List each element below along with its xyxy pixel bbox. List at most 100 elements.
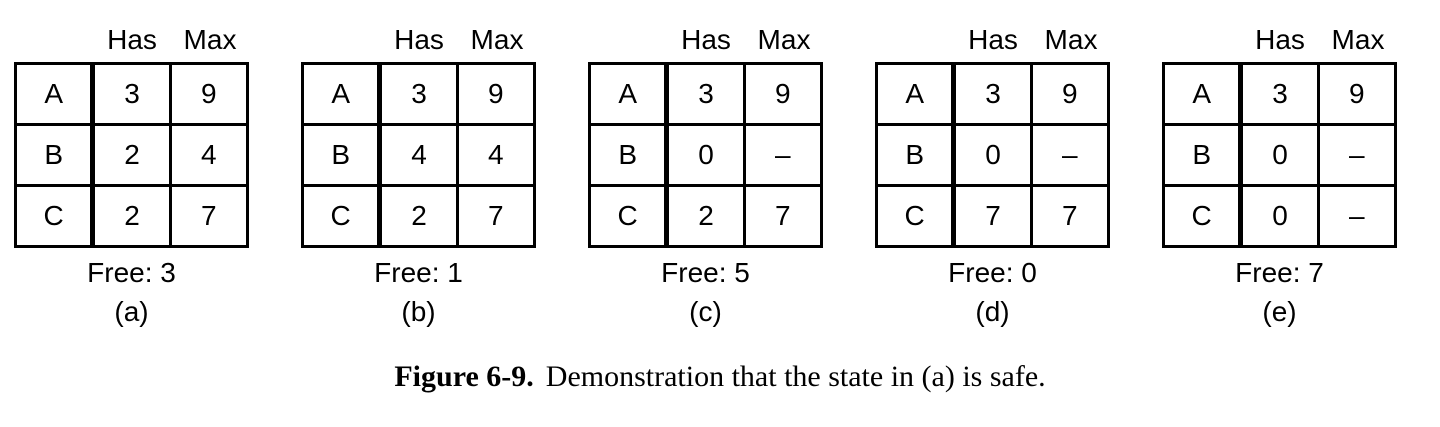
column-headers: Has Max [588,26,823,54]
max-cell: 9 [455,62,537,126]
max-cell: 7 [455,184,537,248]
table-row: A 3 9 [1161,62,1398,126]
state-table: A 3 9 B 0 – C 7 7 [874,62,1111,248]
table-row: C 0 – [1161,184,1398,248]
caption-text: Demonstration that the state in (a) is s… [545,359,1046,393]
free-count: Free: 7 [1235,257,1324,288]
col-header-max: Max [1331,24,1385,55]
column-headers: Has Max [875,26,1110,54]
max-cell: 9 [742,62,824,126]
free-count: Free: 3 [87,257,176,288]
process-name-cell: B [874,123,957,187]
panel-label: (b) [401,295,436,327]
caption-label: Figure 6-9. [394,359,534,393]
header-spacer [301,26,380,54]
table-row: A 3 9 [13,62,250,126]
table-row: B 0 – [587,123,824,187]
has-cell: 2 [664,184,746,248]
column-headers: Has Max [14,26,249,54]
col-header-has: Has [1255,24,1305,55]
max-cell: – [1316,184,1398,248]
header-spacer [875,26,954,54]
table-row: C 2 7 [300,184,537,248]
panel-label: (c) [689,295,722,327]
process-name-cell: C [1161,184,1244,248]
max-cell: – [742,123,824,187]
state-panels-row: Has Max A 3 9 B 2 4 C 2 7 [13,26,1440,328]
table-row: A 3 9 [874,62,1111,126]
process-name-cell: A [300,62,383,126]
header-spacer [588,26,667,54]
panel-label: (e) [1262,295,1297,327]
process-name-cell: B [300,123,383,187]
max-cell: 7 [168,184,250,248]
state-panel-c: Has Max A 3 9 B 0 – C 2 7 [587,26,824,328]
max-cell: – [1316,123,1398,187]
has-cell: 2 [377,184,459,248]
col-header-has: Has [394,24,444,55]
col-header-max: Max [1044,24,1098,55]
table-row: C 7 7 [874,184,1111,248]
has-cell: 0 [1238,184,1320,248]
has-cell: 3 [90,62,172,126]
col-header-max: Max [183,24,237,55]
max-cell: 7 [1029,184,1111,248]
process-name-cell: C [587,184,670,248]
table-row: B 0 – [874,123,1111,187]
process-name-cell: C [300,184,383,248]
header-spacer [14,26,93,54]
col-header-has: Has [968,24,1018,55]
column-headers: Has Max [1162,26,1397,54]
figure-caption: Figure 6-9. Demonstration that the state … [0,360,1440,395]
process-name-cell: B [13,123,96,187]
has-cell: 3 [377,62,459,126]
table-row: B 0 – [1161,123,1398,187]
max-cell: – [1029,123,1111,187]
state-panel-e: Has Max A 3 9 B 0 – C 0 – [1161,26,1398,328]
has-cell: 3 [1238,62,1320,126]
state-panel-a: Has Max A 3 9 B 2 4 C 2 7 [13,26,250,328]
max-cell: 9 [168,62,250,126]
table-row: B 4 4 [300,123,537,187]
col-header-max: Max [470,24,524,55]
free-count: Free: 0 [948,257,1037,288]
panel-label: (d) [975,295,1010,327]
table-row: A 3 9 [587,62,824,126]
has-cell: 0 [1238,123,1320,187]
has-cell: 2 [90,184,172,248]
has-cell: 7 [951,184,1033,248]
table-row: C 2 7 [13,184,250,248]
state-table: A 3 9 B 4 4 C 2 7 [300,62,537,248]
state-panel-d: Has Max A 3 9 B 0 – C 7 7 [874,26,1111,328]
table-row: A 3 9 [300,62,537,126]
process-name-cell: A [587,62,670,126]
has-cell: 3 [664,62,746,126]
state-table: A 3 9 B 0 – C 0 – [1161,62,1398,248]
process-name-cell: B [1161,123,1244,187]
state-table: A 3 9 B 0 – C 2 7 [587,62,824,248]
free-count: Free: 1 [374,257,463,288]
process-name-cell: A [1161,62,1244,126]
col-header-has: Has [107,24,157,55]
max-cell: 7 [742,184,824,248]
state-panel-b: Has Max A 3 9 B 4 4 C 2 7 [300,26,537,328]
max-cell: 4 [455,123,537,187]
process-name-cell: C [13,184,96,248]
max-cell: 4 [168,123,250,187]
has-cell: 0 [664,123,746,187]
col-header-has: Has [681,24,731,55]
header-spacer [1162,26,1241,54]
col-header-max: Max [757,24,811,55]
has-cell: 2 [90,123,172,187]
process-name-cell: A [874,62,957,126]
has-cell: 0 [951,123,1033,187]
panel-label: (a) [114,295,149,327]
process-name-cell: A [13,62,96,126]
has-cell: 4 [377,123,459,187]
max-cell: 9 [1029,62,1111,126]
process-name-cell: C [874,184,957,248]
max-cell: 9 [1316,62,1398,126]
has-cell: 3 [951,62,1033,126]
column-headers: Has Max [301,26,536,54]
